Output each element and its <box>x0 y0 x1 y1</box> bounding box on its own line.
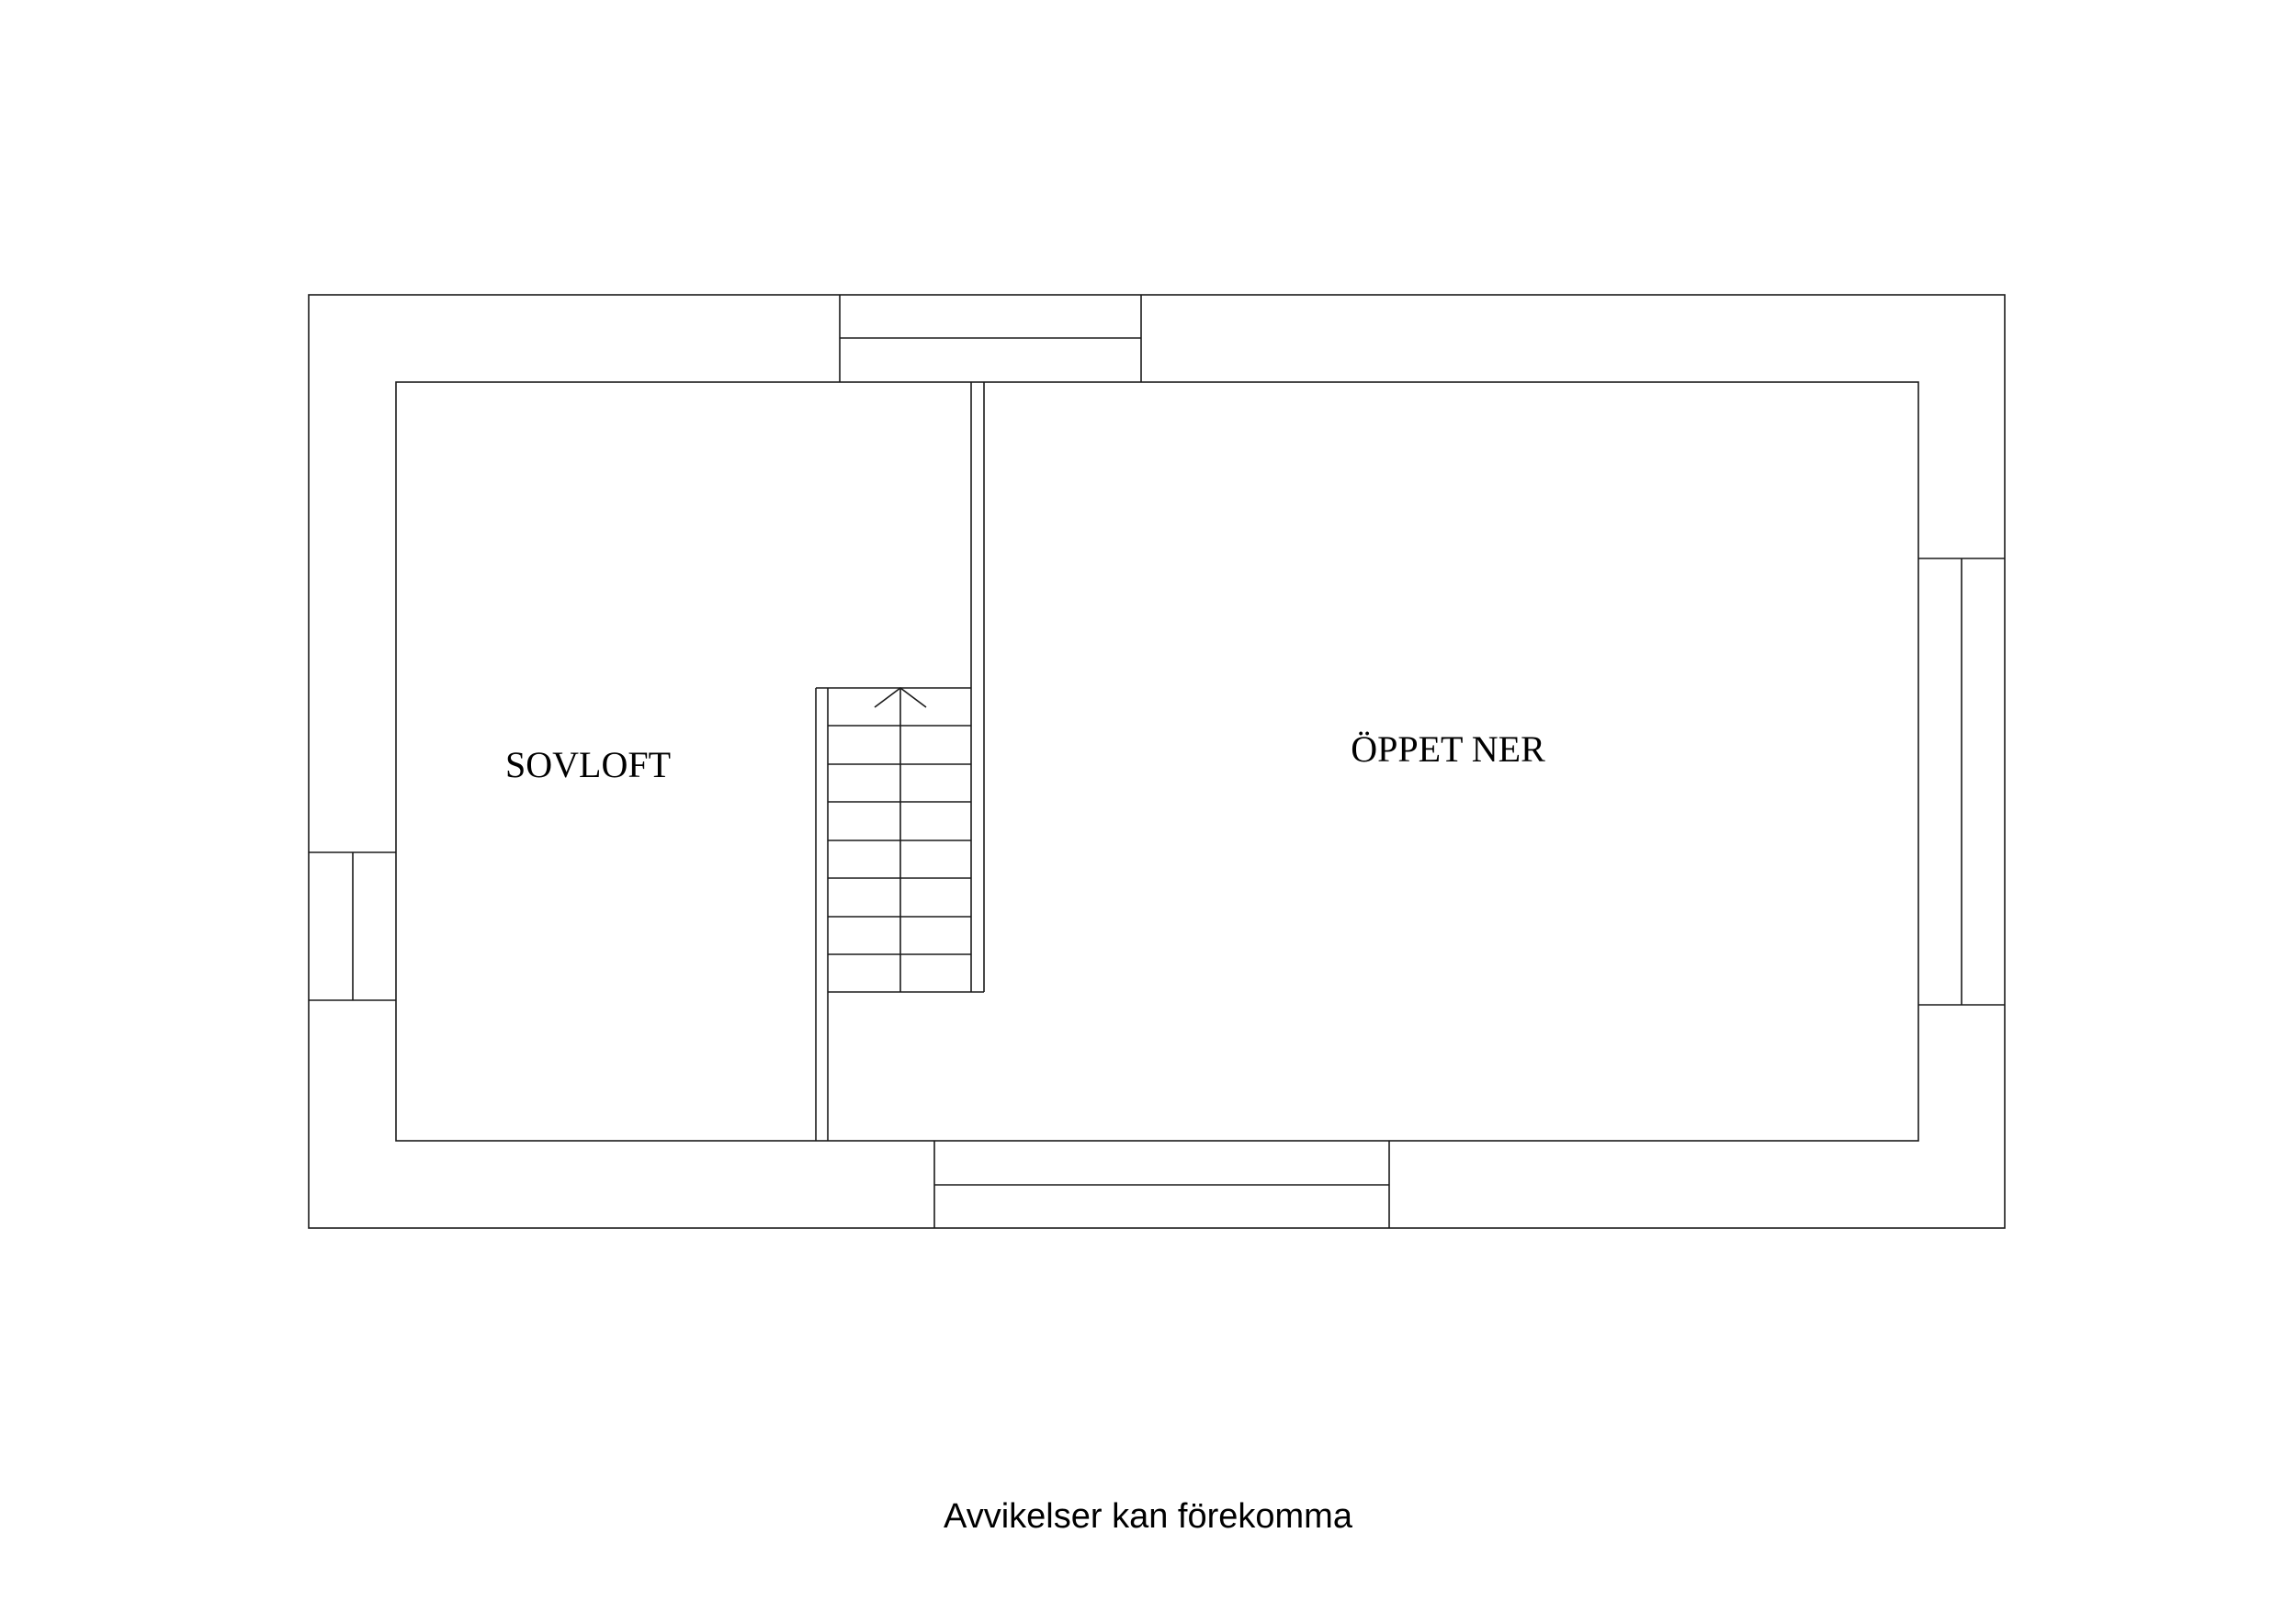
room-label-oppet-ner: ÖPPET NER <box>1351 728 1545 770</box>
staircase <box>828 688 971 992</box>
window-top <box>839 295 1142 382</box>
window-left <box>309 851 396 1001</box>
stair-arrow-icon <box>874 687 927 708</box>
room-label-sovloft: SOVLOFT <box>505 744 671 785</box>
disclaimer-text: Avvikelser kan förekomma <box>944 1497 1352 1536</box>
window-right <box>1918 558 2005 1006</box>
exterior-wall <box>308 294 2006 1229</box>
partition-wall <box>970 382 985 992</box>
stair-railing <box>815 687 984 1141</box>
window-bottom <box>933 1141 1390 1228</box>
interior-wall <box>395 381 1919 1142</box>
